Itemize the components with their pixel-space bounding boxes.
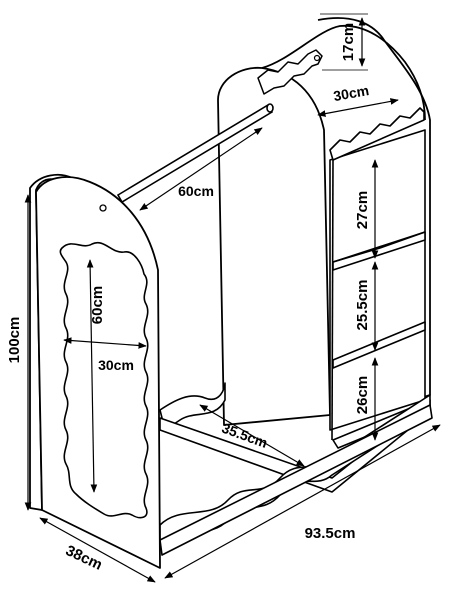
dimension-lines [24,13,441,583]
shelf-unit [329,107,431,449]
shelf-gap-1-label: 27cm [354,191,371,229]
shelf-gap-2-label: 25.5cm [354,280,371,331]
mirror-width-label: 30cm [98,357,134,373]
mirror [59,241,149,519]
mirror-height-label: 60cm [89,286,106,324]
total-depth-label: 38cm [63,542,105,574]
total-width-label: 93.5cm [305,525,356,542]
shelf-gap-3-label: 26cm [354,376,371,414]
top-height-label: 17cm [340,23,357,61]
hanging-hole [313,54,321,62]
hanging-hole [99,204,107,212]
top-crest [257,49,323,95]
rail-length-label: 60cm [178,183,214,199]
total-height-label: 100cm [6,317,23,364]
top-width-label: 30cm [332,82,370,104]
